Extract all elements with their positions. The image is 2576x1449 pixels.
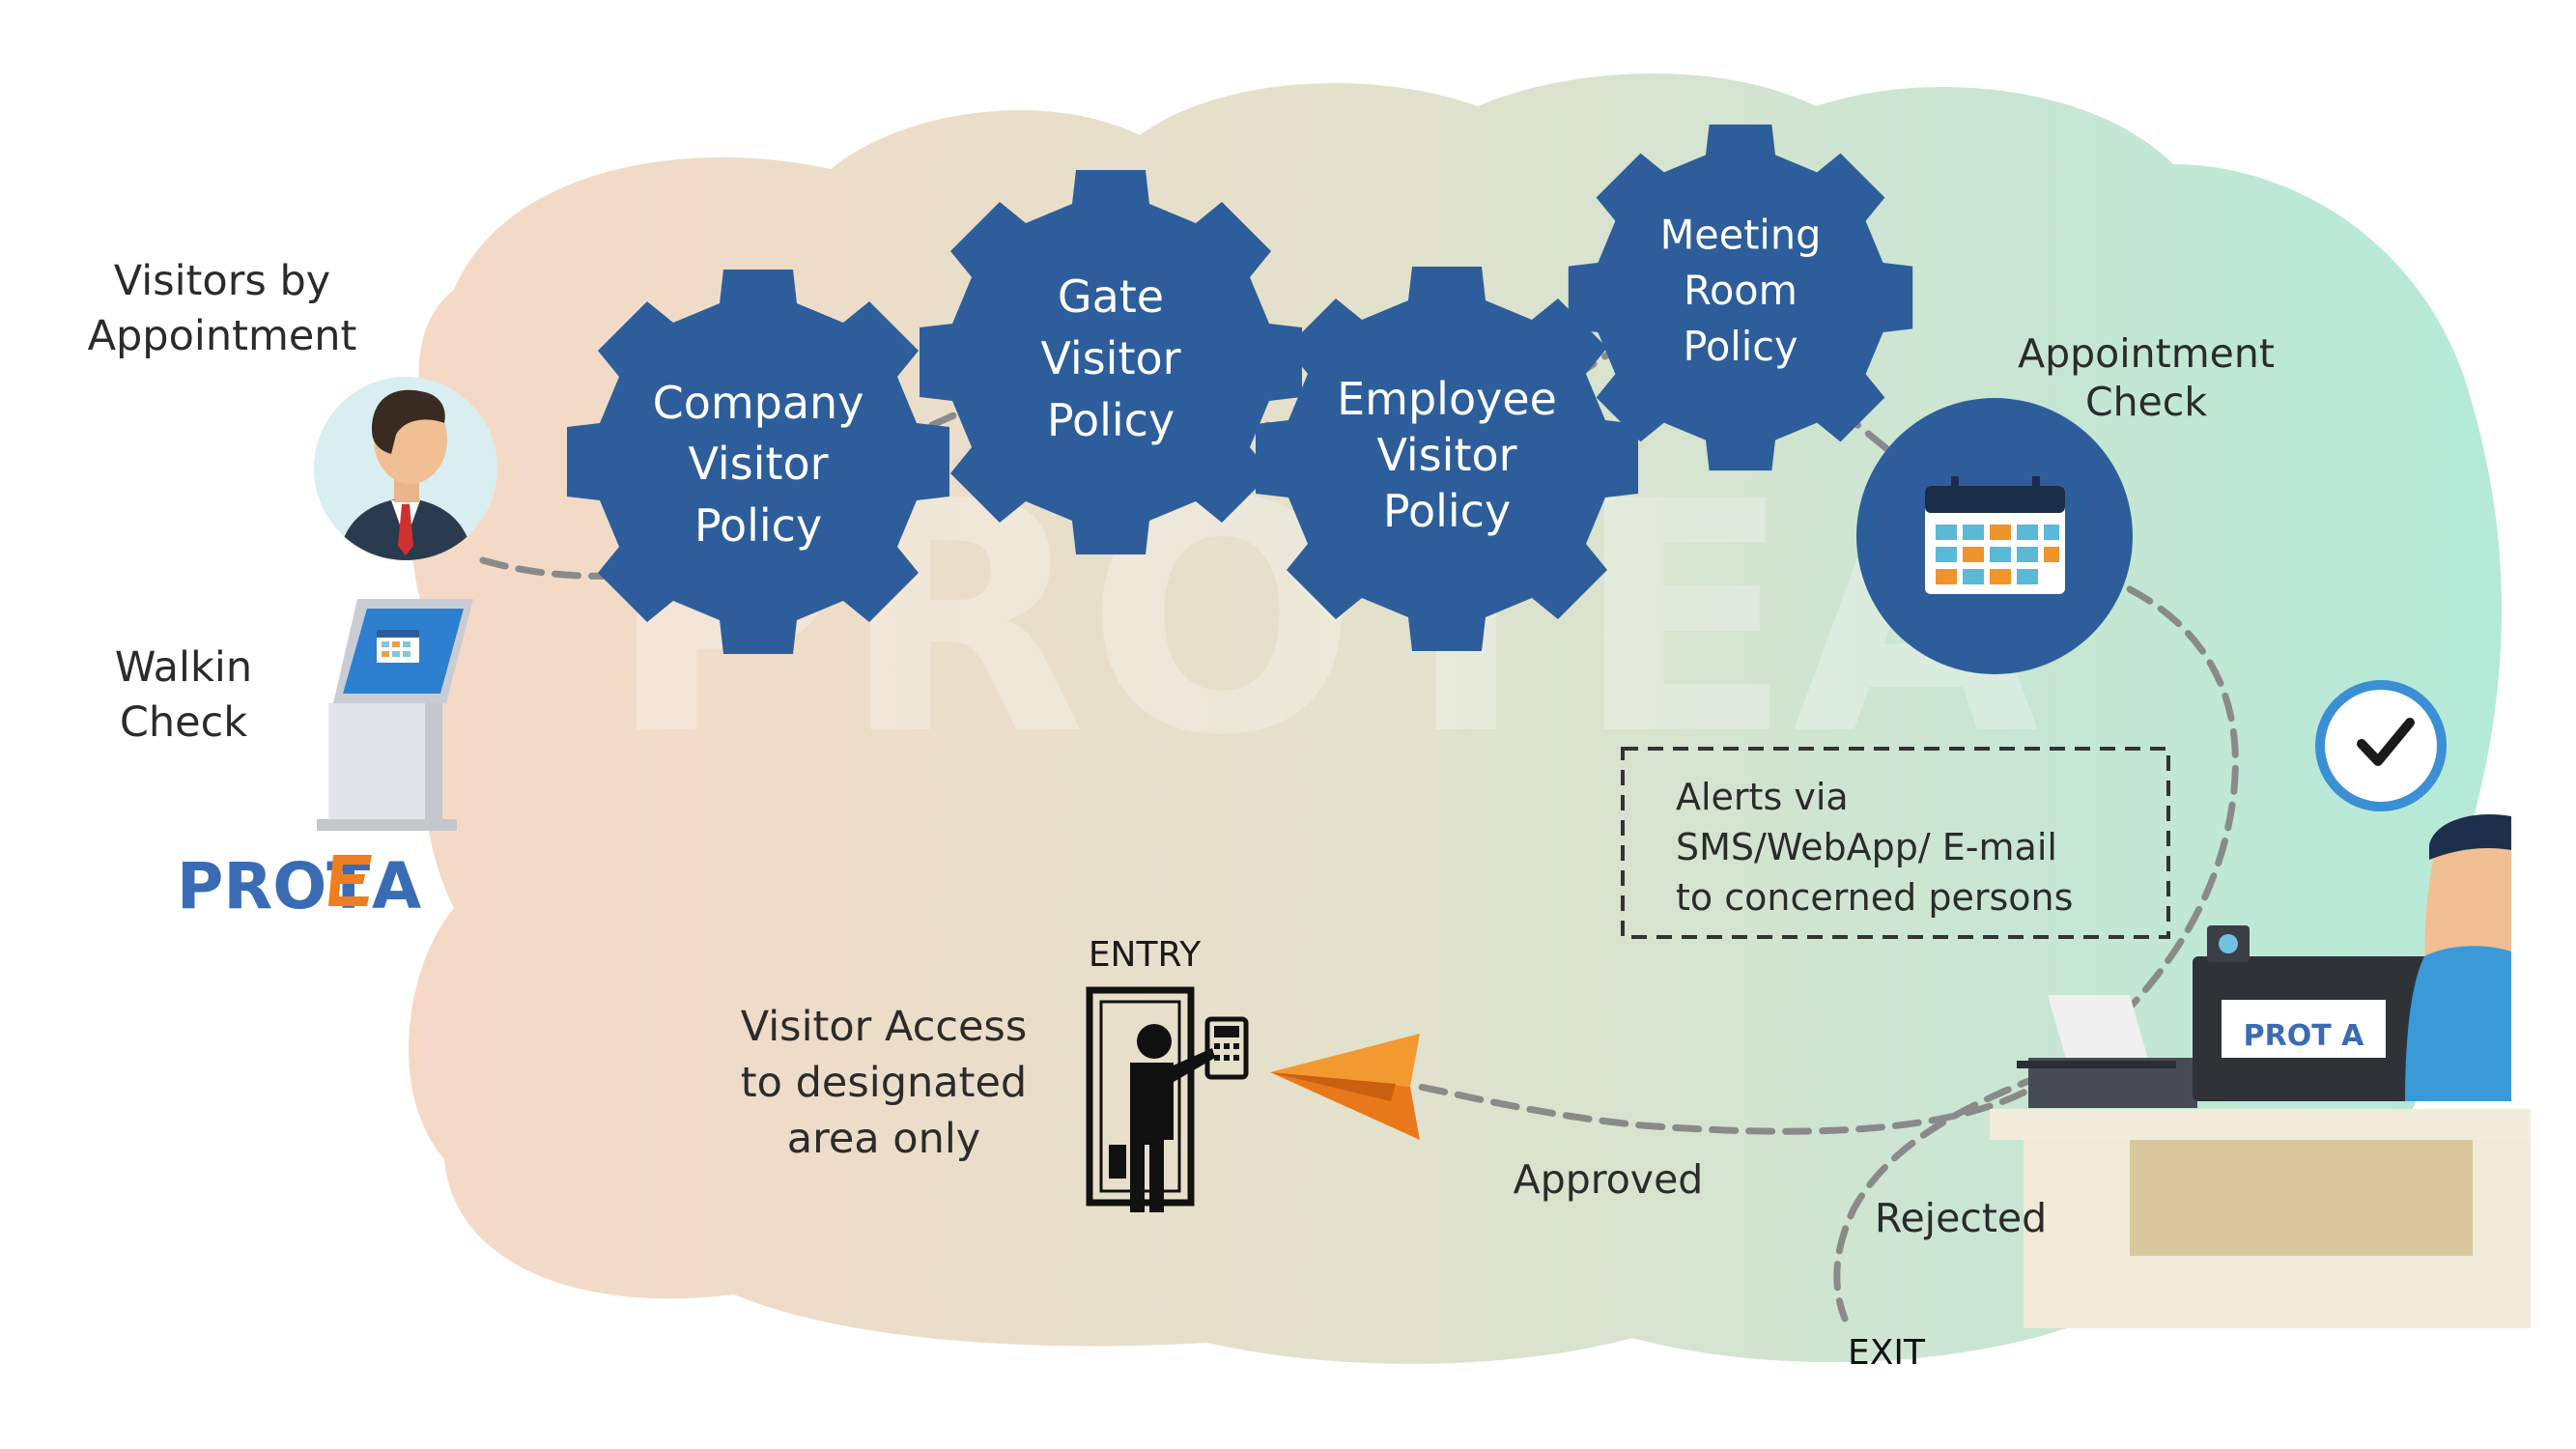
visitors-label-line1: Visitors by [114, 257, 330, 305]
gear-label-line: Gate [1058, 270, 1164, 323]
visitors-label-line2: Appointment [88, 312, 357, 360]
connector-to-exit [1833, 1059, 2081, 1322]
gear-company-visitor-policy: Company Visitor Policy [567, 270, 949, 654]
gear-label-line: Visitor [688, 438, 828, 490]
approved-label: Approved [1514, 1156, 1704, 1203]
logo-e-mark [328, 855, 372, 906]
gear-label-line: Visitor [1376, 429, 1516, 481]
access-label-line2: to designated [741, 1059, 1027, 1107]
gear-meeting-room-policy: Meeting Room Policy [1568, 124, 1913, 471]
logo-text-accent: A [372, 849, 421, 923]
rejected-label: Rejected [1875, 1195, 2047, 1241]
visitor-avatar-icon [314, 377, 497, 560]
entry-label: ENTRY [1089, 935, 1202, 975]
alerts-text-line3: to concerned persons [1676, 876, 2073, 919]
walkin-label-line2: Check [120, 698, 247, 747]
gear-label-line: Employee [1337, 373, 1557, 425]
kiosk-icon [317, 599, 473, 831]
monitor-logo-text: PROT A [2244, 1019, 2364, 1053]
gear-label-line: Meeting [1660, 213, 1822, 259]
alerts-text-line2: SMS/WebApp/ E-mail [1676, 826, 2057, 868]
gear-label-line: Company [653, 377, 864, 429]
gear-label-line: Policy [694, 499, 822, 552]
alerts-box [1621, 747, 2170, 939]
gear-label-line: Visitor [1040, 332, 1180, 384]
paper-plane-icon [1270, 1034, 1420, 1140]
alerts-text-line1: Alerts via [1676, 776, 1849, 818]
gear-gate-visitor-policy: Gate Visitor Policy [920, 170, 1302, 554]
calendar-icon [1856, 398, 2133, 674]
appointment-label-line1: Appointment [2018, 330, 2275, 377]
appointment-label-line2: Check [2085, 379, 2207, 425]
gear-employee-visitor-policy: Employee Visitor Policy [1256, 267, 1638, 651]
access-label-line1: Visitor Access [741, 1003, 1028, 1051]
walkin-label-line1: Walkin [115, 643, 252, 692]
gear-label-line: Policy [1683, 324, 1798, 370]
reception-desk-icon: PROT A [1990, 814, 2531, 1328]
access-label-line3: area only [787, 1115, 981, 1163]
gear-label-line: Policy [1383, 485, 1511, 537]
entry-door-icon [1086, 986, 1249, 1212]
clock-check-icon [2315, 680, 2447, 811]
protea-logo: PROT A [177, 849, 421, 923]
gear-label-line: Policy [1047, 394, 1175, 446]
exit-label: EXIT [1848, 1333, 1926, 1373]
gear-label-line: Room [1684, 268, 1798, 314]
